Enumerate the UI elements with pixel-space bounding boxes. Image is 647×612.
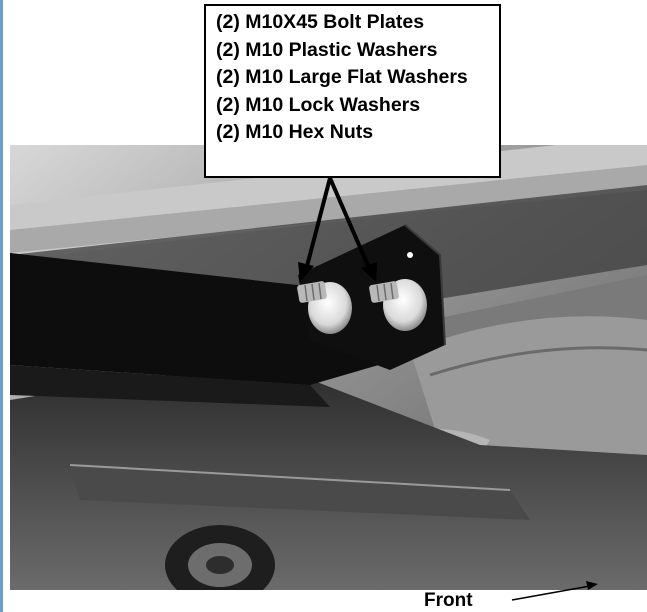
callout-line-plastic-washers: (2) M10 Plastic Washers — [216, 38, 438, 61]
callout-line-hex-nuts: (2) M10 Hex Nuts — [216, 121, 374, 143]
parts-callout-box: (2) M10X45 Bolt Plates (2) M10 Plastic W… — [204, 4, 501, 178]
vehicle-underside-photo — [10, 145, 647, 590]
left-edge-accent — [0, 0, 3, 612]
callout-line-lock-washers: (2) M10 Lock Washers — [216, 93, 421, 116]
callout-line-bolt-plates: (2) M10X45 Bolt Plates — [216, 11, 425, 33]
front-direction-label: Front — [424, 590, 473, 611]
callout-line-large-flat-washers: (2) M10 Large Flat Washers — [216, 66, 468, 88]
